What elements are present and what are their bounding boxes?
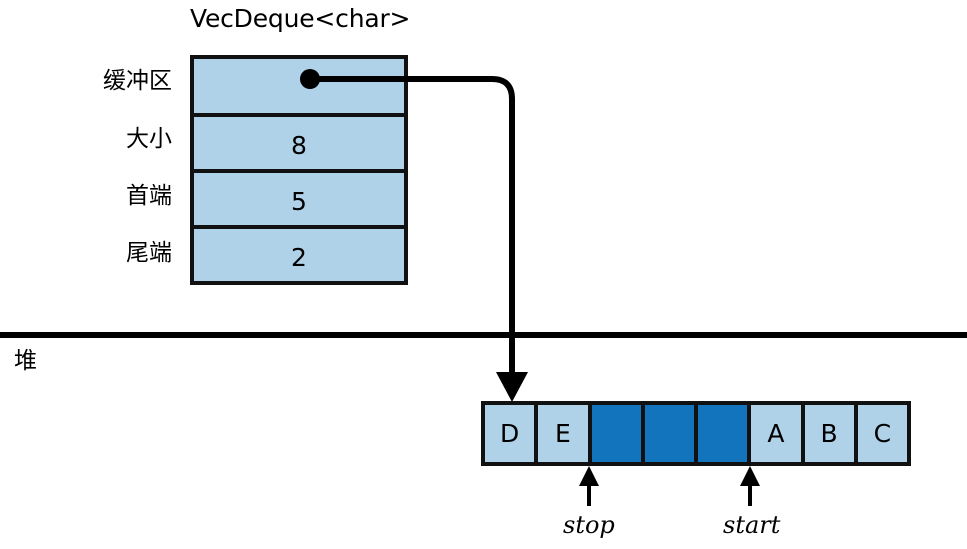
buffer-cell-0: D [485,405,539,462]
heap-label: 堆 [14,348,37,374]
struct-title: VecDeque<char> [190,4,411,33]
buffer-cell-2 [591,405,645,462]
buffer-cell-0-value: D [499,418,520,448]
buffer-cell-4 [698,405,752,462]
field-label-buffer: 缓冲区 [103,68,172,94]
start-marker-label: start [723,511,781,539]
buffer-cell-1: E [538,405,592,462]
struct-row-buffer [194,59,404,113]
buffer-cell-5-value: A [767,418,785,448]
buffer-cell-1-value: E [554,418,571,448]
field-label-head: 首端 [126,183,172,209]
heap-buffer-array: D E A B C [481,401,911,466]
buffer-pointer-arrowhead [496,372,528,402]
buffer-cell-7: C [857,405,907,462]
buffer-cell-6-value: B [820,418,838,448]
field-label-tail: 尾端 [126,240,172,266]
struct-value-tail: 2 [291,243,307,273]
start-marker-arrowhead [740,466,760,486]
buffer-cell-3 [644,405,698,462]
struct-row-tail: 2 [194,225,404,281]
buffer-cell-5: A [751,405,805,462]
buffer-cell-6: B [804,405,858,462]
struct-row-size: 8 [194,113,404,169]
field-label-size: 大小 [126,126,172,152]
stop-marker-arrowhead [579,466,599,486]
struct-value-head: 5 [291,187,307,217]
struct-row-head: 5 [194,169,404,225]
struct-value-size: 8 [291,131,307,161]
buffer-cell-7-value: C [873,418,892,448]
stop-marker-label: stop [563,511,615,539]
struct-box: 8 5 2 [190,55,408,285]
